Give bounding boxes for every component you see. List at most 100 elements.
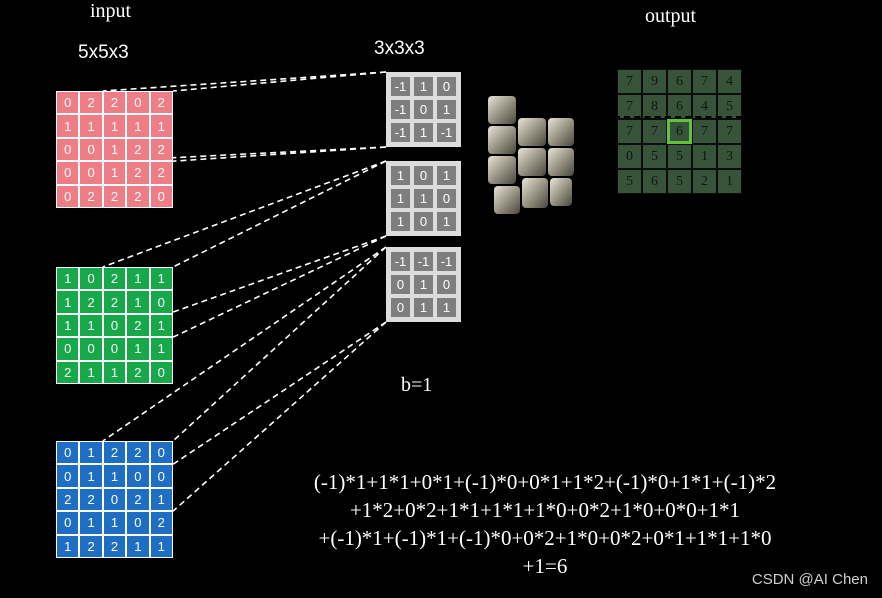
grid-cell: 1 <box>717 169 742 194</box>
grid-cell: 1 <box>412 273 435 296</box>
grid-cell: 2 <box>692 169 717 194</box>
input-shape-label: 5x5x3 <box>78 42 129 63</box>
grid-cell: 7 <box>692 69 717 94</box>
grid-cell: 2 <box>126 360 150 384</box>
output-row-divider <box>614 116 742 118</box>
grid-cell: 8 <box>642 94 667 119</box>
grid-cell: 0 <box>79 267 103 291</box>
grid-cell: 0 <box>435 75 458 98</box>
grid-cell: 1 <box>126 534 150 558</box>
grid-cell: 1 <box>79 511 103 535</box>
grid-cell: 1 <box>149 534 173 558</box>
grid-cell: 0 <box>79 137 103 162</box>
grid-cell: 7 <box>717 119 742 144</box>
grid-cell: 2 <box>126 161 150 185</box>
grid-cell: 0 <box>56 184 80 208</box>
grid-cell: 2 <box>79 290 103 314</box>
connector-line <box>102 146 387 162</box>
grid-cell: 0 <box>79 337 103 361</box>
output-label: output <box>645 5 697 27</box>
grid-cell: 7 <box>692 119 717 144</box>
grid-cell: 2 <box>102 91 127 115</box>
grid-cell: 1 <box>79 313 103 338</box>
grid-cell: 1 <box>79 114 103 138</box>
grid-cell: 1 <box>389 210 412 233</box>
grid-cell: 1 <box>79 464 103 488</box>
grid-cell: 1 <box>102 114 127 138</box>
grid-cell: 2 <box>126 441 150 465</box>
grid-cell: 1 <box>102 511 127 535</box>
grid-cell: 1 <box>56 290 80 314</box>
grid-cell: 1 <box>102 360 127 384</box>
grid-cell: 1 <box>56 313 80 338</box>
grid-cell: 0 <box>126 91 150 115</box>
cube-stack-image <box>488 96 574 214</box>
computation-formula: (-1)*1+1*1+0*1+(-1)*0+0*1+1*2+(-1)*0+1*1… <box>225 468 865 580</box>
grid-cell: 1 <box>389 164 412 187</box>
grid-cell: 7 <box>617 119 642 144</box>
grid-cell: 1 <box>79 441 103 465</box>
grid-cell: 5 <box>717 94 742 119</box>
grid-cell: 5 <box>617 169 642 194</box>
grid-cell: 1 <box>126 337 150 361</box>
grid-cell: 1 <box>126 290 150 314</box>
connector-line <box>172 321 387 512</box>
grid-cell: 2 <box>79 487 103 512</box>
grid-cell: 0 <box>389 273 412 296</box>
grid-cell: 2 <box>79 91 103 115</box>
grid-cell: 0 <box>126 464 150 488</box>
grid-cell: 0 <box>102 313 127 338</box>
grid-cell: 0 <box>412 210 435 233</box>
grid-cell: 2 <box>56 487 80 512</box>
grid-cell: 1 <box>389 187 412 210</box>
grid-cell: 2 <box>126 487 150 512</box>
bias-label: b=1 <box>401 374 433 396</box>
connector-line <box>102 246 387 442</box>
grid-cell: 1 <box>412 296 435 319</box>
grid-cell: 1 <box>126 114 150 138</box>
grid-cell: 1 <box>102 161 127 185</box>
grid-cell: 1 <box>412 121 435 144</box>
grid-cell: 2 <box>126 313 150 338</box>
grid-cell: 0 <box>56 441 80 465</box>
grid-cell: 0 <box>149 441 173 465</box>
grid-cell: 1 <box>126 267 150 291</box>
grid-cell: 5 <box>667 144 692 169</box>
grid-cell: 1 <box>56 534 80 558</box>
grid-cell: 6 <box>642 169 667 194</box>
grid-cell: 2 <box>102 184 127 208</box>
grid-cell: 0 <box>149 464 173 488</box>
grid-cell: 2 <box>149 91 173 115</box>
grid-cell: 0 <box>56 337 80 361</box>
grid-cell: 2 <box>56 360 80 384</box>
grid-cell: 0 <box>435 273 458 296</box>
grid-cell: 1 <box>435 296 458 319</box>
grid-cell: 7 <box>617 69 642 94</box>
grid-cell: 1 <box>149 267 173 291</box>
grid-cell: 0 <box>102 337 127 361</box>
grid-cell: 2 <box>149 137 173 162</box>
grid-cell: 1 <box>149 114 173 138</box>
grid-cell: 0 <box>389 296 412 319</box>
grid-cell: 1 <box>149 487 173 512</box>
formula-line-3: +(-1)*1+(-1)*1+(-1)*0+0*2+1*0+0*2+0*1+1*… <box>318 526 772 550</box>
grid-cell: 7 <box>617 94 642 119</box>
input-label: input <box>90 0 132 22</box>
grid-cell: 0 <box>56 511 80 535</box>
formula-line-1: (-1)*1+1*1+0*1+(-1)*0+0*1+1*2+(-1)*0+1*1… <box>313 470 777 494</box>
grid-cell: 6 <box>667 94 692 119</box>
grid-cell: 1 <box>149 313 173 338</box>
grid-cell: 2 <box>79 534 103 558</box>
grid-cell: 1 <box>412 75 435 98</box>
grid-cell: 4 <box>692 94 717 119</box>
grid-cell: 2 <box>126 137 150 162</box>
grid-cell: 0 <box>126 511 150 535</box>
grid-cell: -1 <box>389 98 412 121</box>
grid-cell: 1 <box>692 144 717 169</box>
